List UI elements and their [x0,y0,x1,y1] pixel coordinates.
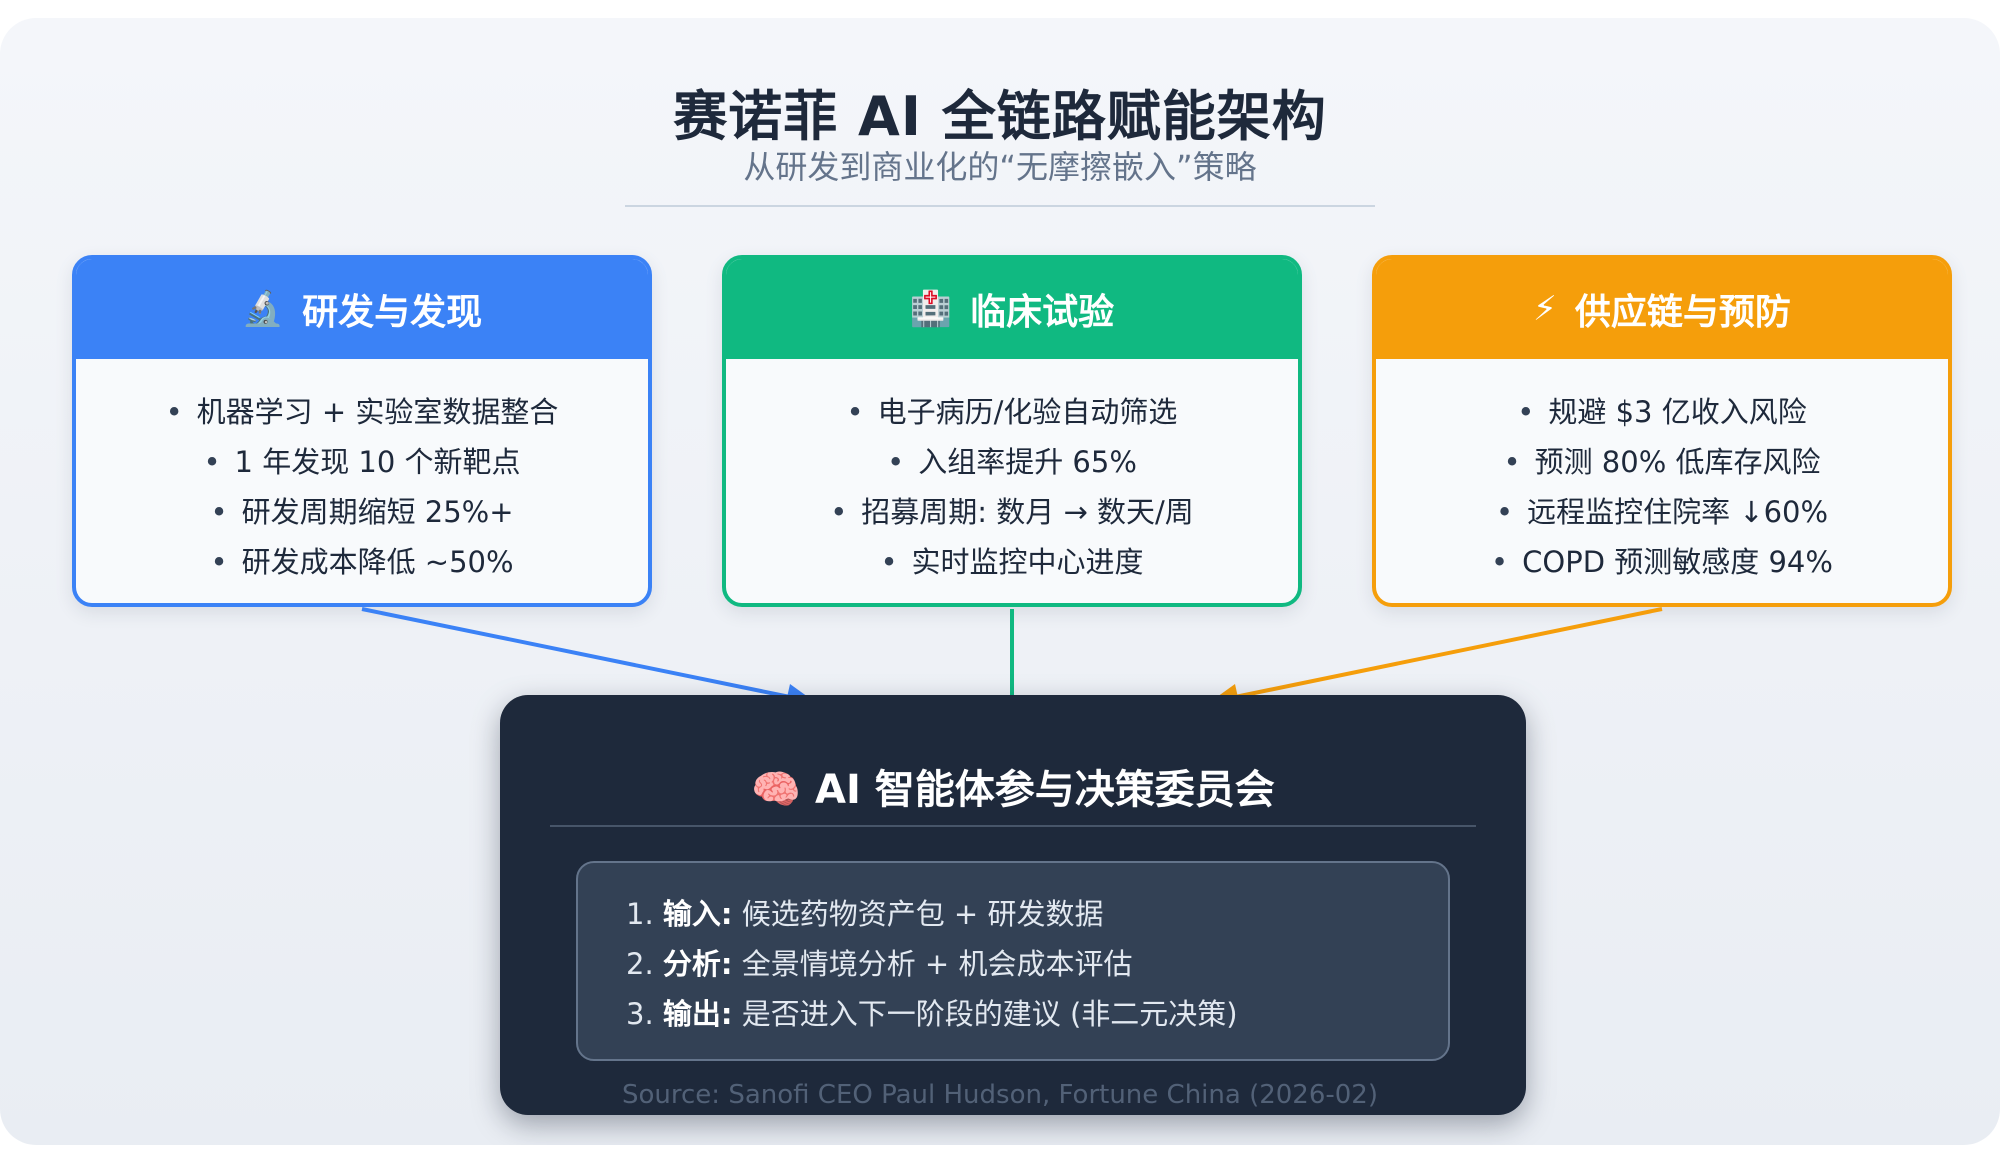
microscope-icon: 🔬 [241,289,285,329]
brain-icon: 🧠 [751,767,802,813]
title-divider [625,205,1375,207]
list-item: •机器学习 + 实验室数据整合 [165,395,559,429]
process-steps-box: 1. 输入: 候选药物资产包 + 研发数据 2. 分析: 全景情境分析 + 机会… [576,861,1450,1061]
list-item: •COPD 预测敏感度 94% [1491,545,1833,579]
list-item: •入组率提升 65% [887,445,1137,479]
card-title: 供应链与预防 [1574,292,1791,333]
card-header: 🔬 研发与发现 [76,259,648,359]
source-note: Source: Sanofi CEO Paul Hudson, Fortune … [622,1080,1378,1110]
card-list: •电子病历/化验自动筛选 •入组率提升 65% •招募周期: 数月 → 数天/周… [726,359,1298,587]
core-divider [550,825,1476,827]
page-title: 赛诺菲 AI 全链路赋能架构 [673,85,1327,148]
list-item: •招募周期: 数月 → 数天/周 [830,495,1194,529]
hospital-icon: 🏥 [909,289,953,329]
card-title: 临床试验 [970,292,1115,333]
step-analysis: 2. 分析: 全景情境分析 + 机会成本评估 [626,947,1133,981]
step-input: 1. 输入: 候选药物资产包 + 研发数据 [626,897,1104,931]
ai-committee-panel: 🧠AI 智能体参与决策委员会 1. 输入: 候选药物资产包 + 研发数据 2. … [500,695,1526,1115]
list-item: •远程监控住院率 ↓60% [1495,495,1829,529]
card-clinical-trials: 🏥 临床试验 •电子病历/化验自动筛选 •入组率提升 65% •招募周期: 数月… [722,255,1302,607]
diagram-canvas: 赛诺菲 AI 全链路赋能架构 从研发到商业化的“无摩擦嵌入”策略 🔬 研发与发现… [0,18,2000,1145]
step-output: 3. 输出: 是否进入下一阶段的建议 (非二元决策) [626,997,1238,1031]
card-header: 🏥 临床试验 [726,259,1298,359]
list-item: •1 年发现 10 个新靶点 [203,445,521,479]
list-item: •研发周期缩短 25%+ [210,495,514,529]
card-supply-chain: ⚡ 供应链与预防 •规避 $3 亿收入风险 •预测 80% 低库存风险 •远程监… [1372,255,1952,607]
list-item: •预测 80% 低库存风险 [1503,445,1821,479]
card-header: ⚡ 供应链与预防 [1376,259,1948,359]
card-title: 研发与发现 [302,292,483,333]
list-item: •研发成本降低 ~50% [210,545,514,579]
lightning-icon: ⚡ [1533,289,1557,329]
card-rnd-discovery: 🔬 研发与发现 •机器学习 + 实验室数据整合 •1 年发现 10 个新靶点 •… [72,255,652,607]
list-item: •规避 $3 亿收入风险 [1517,395,1807,429]
list-item: •实时监控中心进度 [880,545,1144,579]
core-title: 🧠AI 智能体参与决策委员会 [751,767,1275,813]
card-list: •机器学习 + 实验室数据整合 •1 年发现 10 个新靶点 •研发周期缩短 2… [76,359,648,587]
card-list: •规避 $3 亿收入风险 •预测 80% 低库存风险 •远程监控住院率 ↓60%… [1376,359,1948,587]
list-item: •电子病历/化验自动筛选 [846,395,1178,429]
page-subtitle: 从研发到商业化的“无摩擦嵌入”策略 [743,148,1257,186]
